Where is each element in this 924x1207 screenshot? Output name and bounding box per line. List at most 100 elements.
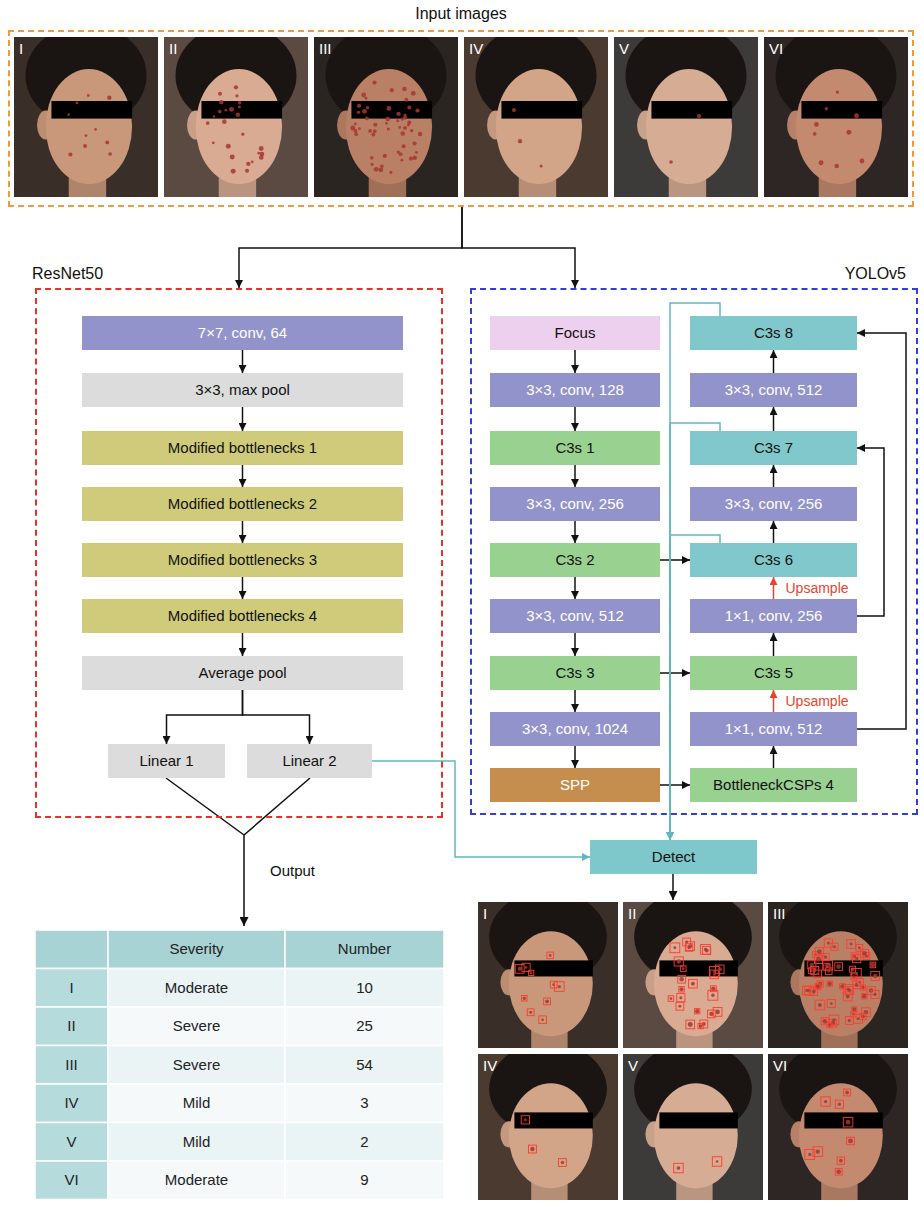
acne-spot <box>697 114 701 118</box>
connector <box>660 672 690 674</box>
acne-spot <box>836 90 839 93</box>
detection-box <box>668 996 674 1002</box>
detection-box <box>674 1163 683 1172</box>
acne-spot <box>415 108 419 112</box>
input-photo <box>14 37 158 197</box>
acne-spot <box>407 105 411 109</box>
acne-spot <box>407 121 411 125</box>
merge-line <box>244 778 310 835</box>
acne-spot <box>259 146 264 151</box>
resnet-panel: 7×7, conv, 643×3, max poolModified bottl… <box>35 288 443 818</box>
box-label: 3×3, conv, 256 <box>526 495 624 513</box>
connector <box>574 690 576 712</box>
acne-spot <box>373 129 377 133</box>
detection-box <box>847 1137 855 1145</box>
photo-number: III <box>773 905 786 923</box>
detection-box <box>824 964 830 970</box>
acne-spot <box>83 144 87 148</box>
detection-box <box>708 990 718 1000</box>
output-label: Output <box>270 862 315 880</box>
detection-box <box>686 1020 695 1029</box>
acne-spot <box>861 986 864 989</box>
connector <box>242 465 244 487</box>
acne-spot <box>374 167 379 172</box>
detection-box <box>825 968 832 975</box>
acne-spot <box>218 92 222 96</box>
acne-spot <box>691 982 695 986</box>
detection-box <box>685 944 692 951</box>
acne-spot <box>679 996 682 999</box>
photo-number: II <box>628 905 636 923</box>
table-cell: 10 <box>285 969 444 1008</box>
acne-spot <box>390 88 394 92</box>
layer-box: Focus <box>490 316 660 350</box>
layer-box: 3×3, max pool <box>82 373 403 407</box>
acne-spot <box>846 1120 851 1125</box>
box-label: 3×3, conv, 512 <box>526 607 624 625</box>
acne-spot <box>251 160 254 163</box>
detection-photo <box>478 1054 618 1200</box>
box-label: Modified bottlenecks 3 <box>168 551 317 569</box>
acne-spot <box>224 109 227 112</box>
box-label: Linear 2 <box>282 752 336 770</box>
acne-spot <box>368 129 372 133</box>
detection-box <box>810 988 818 996</box>
acne-spot <box>396 119 399 122</box>
detection-photo <box>623 1054 763 1200</box>
connector <box>242 350 244 373</box>
privacy-bar <box>514 1112 592 1128</box>
acne-spot <box>383 154 387 158</box>
detection-box <box>695 1009 700 1014</box>
acne-spot <box>819 160 824 165</box>
merge-line <box>166 778 244 835</box>
privacy-bar <box>51 101 132 119</box>
detection-box <box>853 954 861 962</box>
acne-spot <box>229 107 234 112</box>
acne-spot <box>669 160 673 164</box>
table-cell: I <box>35 969 108 1008</box>
privacy-bar <box>201 101 282 119</box>
input-photo <box>164 37 308 197</box>
detection-box <box>522 995 528 1001</box>
box-label: 3×3, max pool <box>195 381 290 399</box>
acne-spot <box>354 132 358 136</box>
input-photo <box>764 37 908 197</box>
table-cell <box>285 1046 444 1085</box>
acne-spot <box>808 1153 811 1156</box>
input-photo <box>614 37 758 197</box>
detection-box <box>813 1147 823 1157</box>
acne-spot <box>846 130 851 135</box>
acne-spot <box>350 126 355 131</box>
acne-spot <box>718 967 722 971</box>
detection-box <box>871 972 880 981</box>
table-cell: Moderate <box>108 1161 285 1200</box>
connector <box>773 407 775 431</box>
table-cell: 9 <box>285 1161 444 1200</box>
acne-spot <box>838 1103 841 1106</box>
acne-spot <box>870 962 875 967</box>
table-cell <box>108 1123 285 1162</box>
detection-box <box>550 981 557 988</box>
detection-box <box>710 967 720 977</box>
acne-spot <box>695 1009 699 1013</box>
acne-spot <box>541 1018 544 1021</box>
acne-spot <box>409 157 413 161</box>
table-cell: Mild <box>108 1084 285 1123</box>
connector <box>660 559 690 561</box>
table-cell: Mild <box>108 1123 285 1162</box>
detection-box <box>679 987 684 992</box>
detection-box <box>811 967 819 975</box>
detection-box <box>861 949 869 957</box>
acne-spot <box>362 109 367 114</box>
connector <box>574 350 576 373</box>
face <box>799 1083 883 1188</box>
acne-spot <box>518 967 522 971</box>
acne-spot <box>236 112 241 117</box>
connector <box>462 207 575 288</box>
acne-spot <box>238 106 241 109</box>
acne-spot <box>825 107 828 110</box>
detection-box <box>850 966 856 972</box>
acne-spot <box>839 1159 843 1163</box>
face <box>46 69 132 184</box>
face <box>346 69 432 184</box>
